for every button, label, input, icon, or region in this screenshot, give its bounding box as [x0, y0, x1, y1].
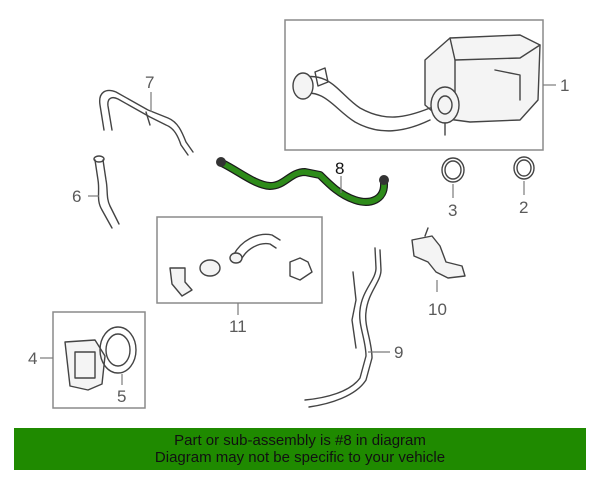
- part-7-group: 7: [99, 73, 194, 156]
- reservoir-tank-top-edge: [449, 37, 541, 61]
- banner-line-2: Diagram may not be specific to your vehi…: [154, 449, 446, 466]
- part-2-group: 2: [513, 156, 535, 217]
- part-7-hose-lower: [107, 97, 189, 156]
- part-6-hose-left: [94, 159, 113, 229]
- part-5-gasket-inner: [105, 333, 131, 367]
- box1-hose-clamp: [314, 67, 329, 87]
- callout-2[interactable]: 2: [519, 198, 528, 217]
- callout-10[interactable]: 10: [428, 300, 447, 319]
- callout-5[interactable]: 5: [117, 387, 126, 406]
- part-2-clamp-outer: [513, 156, 535, 180]
- box1-hose-end-fitting: [292, 72, 314, 100]
- part-6-hose-top-end: [93, 155, 105, 163]
- callout-6[interactable]: 6: [72, 187, 81, 206]
- part-9-hose-right: [308, 249, 382, 408]
- box1-hose-lower: [299, 92, 431, 132]
- part-10-group: 10: [411, 227, 466, 319]
- callout-4[interactable]: 4: [28, 349, 37, 368]
- part-8-hose-highlighted[interactable]: [219, 160, 387, 205]
- part-9-hose-left: [304, 247, 377, 401]
- box1-hose-upper: [299, 75, 431, 118]
- part-11-connector: [199, 259, 221, 277]
- part-10-valve-stem: [424, 227, 429, 237]
- part-3-oring-inner: [444, 160, 462, 180]
- part-1-assembly-group: 1: [284, 19, 569, 151]
- part-8-hose-outline: [218, 159, 388, 206]
- part-6-group: 6: [72, 155, 120, 229]
- callout-8[interactable]: 8: [335, 159, 344, 178]
- parts-diagram: 1 3 2 7: [28, 19, 569, 409]
- part-9-tube: [351, 271, 357, 349]
- part-11-hose-end: [229, 252, 243, 264]
- callout-1[interactable]: 1: [560, 76, 569, 95]
- part-11-s-fitting: [289, 257, 313, 281]
- info-banner: Part or sub-assembly is #8 in diagram Di…: [14, 428, 586, 470]
- pump-housing: [430, 86, 460, 124]
- callout-7[interactable]: 7: [145, 73, 154, 92]
- part-8-group: 8: [216, 157, 389, 206]
- part-7-bracket: [145, 111, 151, 126]
- callout-3[interactable]: 3: [448, 201, 457, 220]
- part-4-housing-face: [74, 351, 96, 379]
- part-4-assembly-group: 4 5: [28, 311, 146, 409]
- callout-9[interactable]: 9: [394, 343, 403, 362]
- part-10-valve-body: [411, 235, 466, 279]
- part-9-group: 9: [304, 247, 403, 408]
- part-6-hose-right: [102, 159, 120, 225]
- part-3-oring-outer: [441, 157, 465, 183]
- callout-11[interactable]: 11: [229, 317, 247, 336]
- pump-port: [437, 95, 453, 115]
- part-3-group: 3: [441, 157, 465, 220]
- part-4-housing: [64, 339, 106, 391]
- part-11-elbow-fitting: [169, 267, 193, 297]
- part-5-gasket-outer: [99, 326, 137, 374]
- part-11-kit-group: 11: [156, 216, 323, 336]
- part-7-hose-upper: [99, 89, 194, 153]
- part-2-clamp-inner: [516, 159, 532, 177]
- part-8-hose-end-right: [379, 175, 389, 185]
- part-8-hose-end-left: [216, 157, 226, 167]
- reservoir-tank-rib: [494, 69, 521, 101]
- banner-line-1: Part or sub-assembly is #8 in diagram: [174, 432, 426, 449]
